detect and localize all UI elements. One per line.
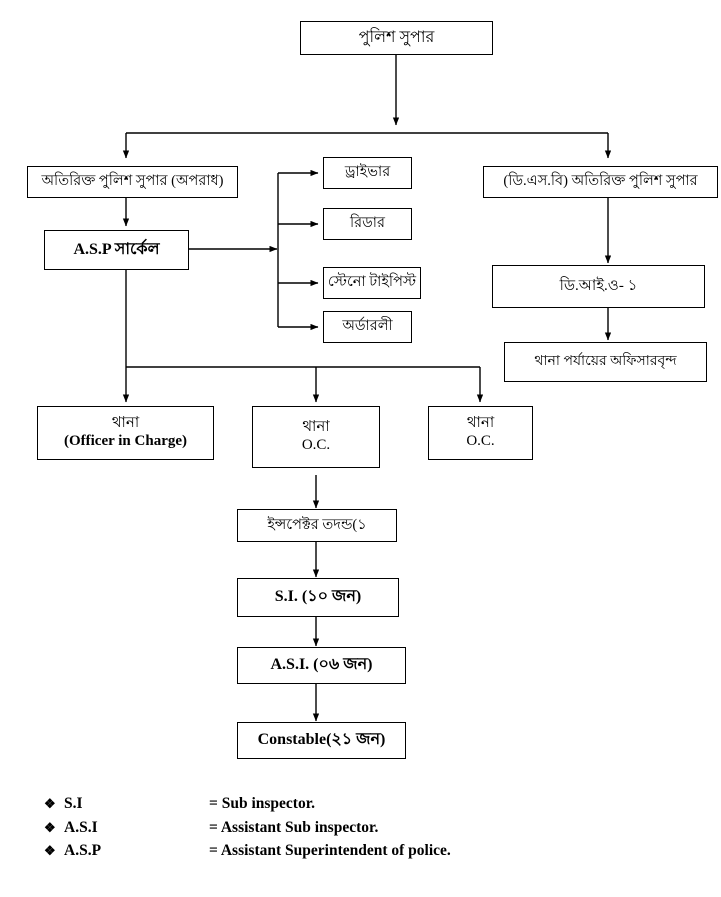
node-driver[interactable]: ড্রাইভার <box>323 157 412 189</box>
diamond-bullet-icon: ❖ <box>44 796 56 811</box>
legend-term-si: S.I <box>64 795 83 812</box>
diamond-bullet-icon: ❖ <box>44 819 56 835</box>
legend-definition-asi: = Assistant Sub inspector. <box>209 818 379 836</box>
node-thana-oc-3-line2: O.C. <box>466 433 495 449</box>
node-addl-sp-crime[interactable]: অতিরিক্ত পুলিশ সুপার (অপরাধ) <box>27 166 238 198</box>
node-reader[interactable]: রিডার <box>323 208 412 240</box>
node-asi-label: A.S.I. (০৬ জন) <box>270 656 373 674</box>
node-thana-oic[interactable]: থানা (Officer in Charge) <box>37 406 214 460</box>
node-steno-typist[interactable]: স্টেনো টাইপিস্ট <box>323 267 421 299</box>
node-addl-sp-crime-label: অতিরিক্ত পুলিশ সুপার (অপরাধ) <box>41 173 224 190</box>
node-dio-1[interactable]: ডি.আই.ও- ১ <box>492 265 705 308</box>
node-si[interactable]: S.I. (১০ জন) <box>237 578 399 617</box>
node-thana-level-officers[interactable]: থানা পর্যায়ের অফিসারবৃন্দ <box>504 342 707 382</box>
node-dsb-addl-sp-label: (ডি.এস.বি) অতিরিক্ত পুলিশ সুপার <box>503 173 698 190</box>
legend: ❖ S.I = Sub inspector. ❖ A.S.I = Assista… <box>44 792 564 863</box>
node-thana-oic-line2: (Officer in Charge) <box>63 433 188 449</box>
node-dsb-addl-sp[interactable]: (ডি.এস.বি) অতিরিক্ত পুলিশ সুপার <box>483 166 718 198</box>
node-orderly-label: অর্ডারলী <box>342 318 393 335</box>
node-orderly[interactable]: অর্ডারলী <box>323 311 412 343</box>
node-police-super-label: পুলিশ সুপার <box>358 28 435 46</box>
node-dio-1-label: ডি.আই.ও- ১ <box>559 277 638 294</box>
node-inspector-investigation[interactable]: ইন্সপেক্টর তদন্ড(১ <box>237 509 397 542</box>
node-police-super[interactable]: পুলিশ সুপার <box>300 21 493 55</box>
node-si-label: S.I. (১০ জন) <box>274 588 362 606</box>
node-constable[interactable]: Constable(২১ জন) <box>237 722 406 759</box>
node-thana-level-officers-label: থানা পর্যায়ের অফিসারবৃন্দ <box>534 353 677 369</box>
node-inspector-investigation-label: ইন্সপেক্টর তদন্ড(১ <box>267 516 367 533</box>
node-steno-typist-label: স্টেনো টাইপিস্ট <box>327 274 417 291</box>
node-driver-label: ড্রাইভার <box>344 164 391 181</box>
node-thana-oic-line1: থানা <box>111 415 140 432</box>
node-thana-oc-2[interactable]: থানা O.C. <box>252 406 380 468</box>
node-asi[interactable]: A.S.I. (০৬ জন) <box>237 647 406 684</box>
node-constable-label: Constable(২১ জন) <box>257 731 386 749</box>
node-thana-oc-2-line2: O.C. <box>301 437 331 453</box>
node-asp-circle-label: A.S.P সার্কেল <box>73 240 160 258</box>
diamond-bullet-icon: ❖ <box>44 843 56 859</box>
legend-term-asi: A.S.I <box>64 818 98 836</box>
legend-row-si: ❖ S.I = Sub inspector. <box>44 792 564 816</box>
node-reader-label: রিডার <box>350 215 385 232</box>
node-thana-oc-2-line1: থানা <box>302 419 330 436</box>
node-thana-oc-3-line1: থানা <box>466 415 495 432</box>
node-asp-circle[interactable]: A.S.P সার্কেল <box>44 230 189 270</box>
legend-row-asi: ❖ A.S.I = Assistant Sub inspector. <box>44 816 564 840</box>
legend-row-asp: ❖ A.S.P = Assistant Superintendent of po… <box>44 839 564 863</box>
legend-term-asp: A.S.P <box>64 842 102 860</box>
legend-definition-si: = Sub inspector. <box>209 795 316 812</box>
legend-definition-asp: = Assistant Superintendent of police. <box>209 842 451 860</box>
node-thana-oc-3[interactable]: থানা O.C. <box>428 406 533 460</box>
